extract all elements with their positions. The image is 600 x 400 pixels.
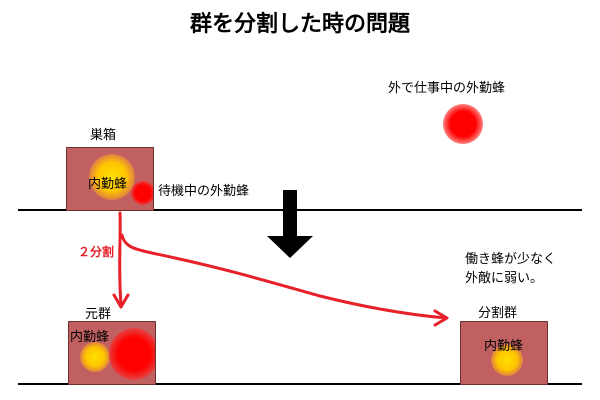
split-colony-label: 分割群: [478, 306, 518, 321]
split-inner-bee-glow: [491, 344, 523, 376]
working-forager-glow: [443, 104, 483, 144]
original-inner-bee-label: 内勤蜂: [70, 330, 110, 345]
waiting-forager-glow: [131, 181, 153, 205]
upper-ground-line: [18, 209, 582, 211]
split-inner-bee-label: 内勤蜂: [484, 339, 524, 354]
black-down-arrow: [267, 190, 313, 258]
original-colony-label: 元群: [85, 307, 112, 322]
hive-inner-bee-label: 内勤蜂: [88, 177, 128, 192]
original-colony-box: 内勤蜂: [68, 321, 156, 385]
red-arrowhead-split: [433, 309, 449, 327]
working-foragers-label: 外で仕事中の外勤蜂: [388, 81, 506, 96]
red-arrowhead-original: [112, 293, 130, 309]
returning-forager-glow: [109, 328, 155, 380]
inner-bee-glow: [89, 154, 135, 200]
split-colony-box: 内勤蜂: [460, 321, 548, 385]
original-inner-bee-glow: [80, 342, 110, 372]
hive-box: 内勤蜂: [66, 147, 154, 211]
note-line-1: 働き蜂が少なく: [465, 252, 557, 267]
hive-box-label: 巣箱: [90, 128, 117, 143]
waiting-foragers-label: 待機中の外勤蜂: [158, 184, 250, 199]
lower-ground-line: [18, 383, 582, 385]
diagram-title: 群を分割した時の問題: [189, 11, 410, 37]
red-arrow-to-original: [118, 211, 123, 307]
note-line-2: 外敵に弱い。: [465, 271, 544, 286]
red-arrow-to-split: [120, 233, 448, 320]
split-label: ２分割: [78, 245, 115, 259]
